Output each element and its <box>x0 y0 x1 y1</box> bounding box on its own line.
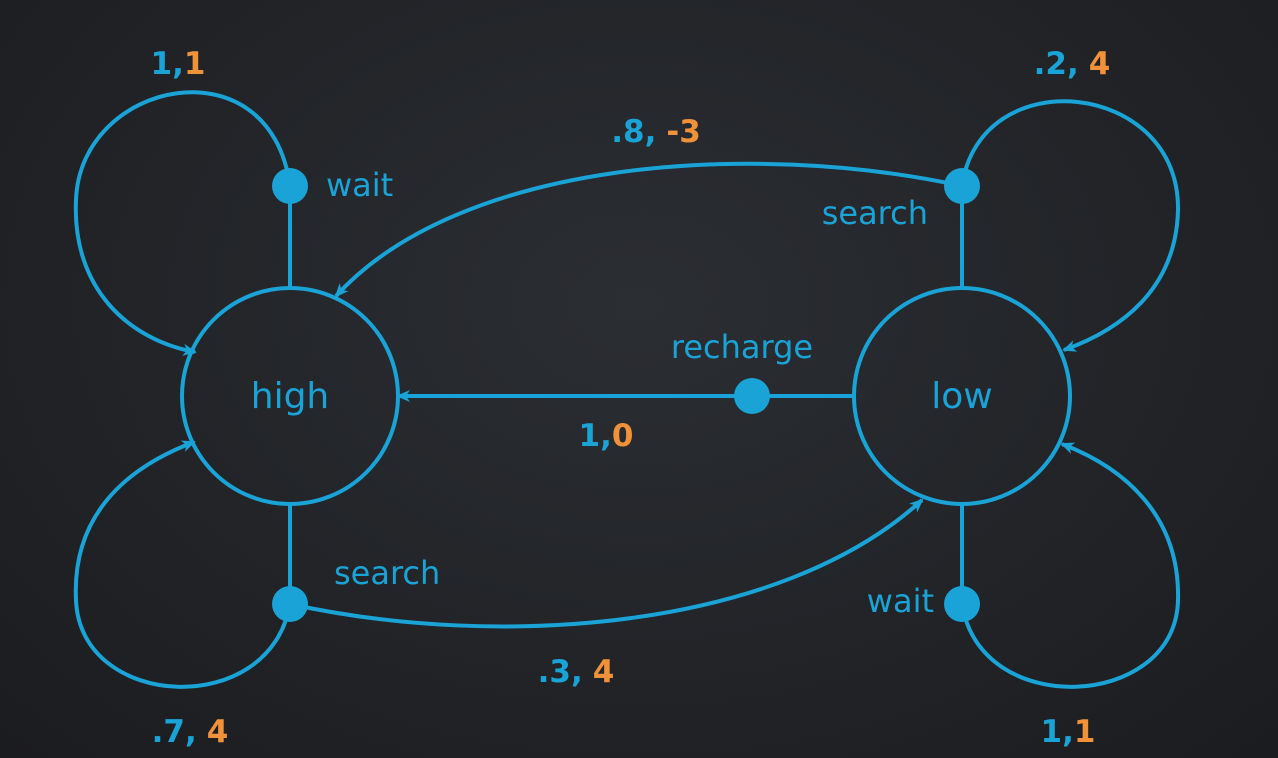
prob: 1, <box>151 46 184 82</box>
prob: .7, <box>152 714 197 750</box>
reward: 4 <box>1089 46 1111 82</box>
action-node-low-recharge <box>734 378 770 414</box>
label-low-search-loop: .2, 4 <box>1034 46 1111 82</box>
action-label-high-search: search <box>334 554 440 592</box>
prob: 1, <box>579 418 612 454</box>
reward: 4 <box>593 654 615 690</box>
transition-low-wait-loop <box>960 442 1181 689</box>
prob: 1, <box>1041 714 1074 750</box>
transition-high-search-to-low <box>289 498 924 629</box>
reward: 4 <box>207 714 229 750</box>
label-low-recharge-to-high: 1,0 <box>579 418 634 454</box>
action-label-high-wait: wait <box>326 166 393 204</box>
transition-high-search-loop <box>73 440 292 689</box>
reward: 1 <box>1074 714 1096 750</box>
action-node-high-search <box>272 586 308 622</box>
reward: 1 <box>184 46 206 82</box>
reward: -3 <box>666 114 700 150</box>
transition-high-wait-loop <box>73 90 292 356</box>
label-high-wait-loop: 1,1 <box>151 46 206 82</box>
action-node-low-wait <box>944 586 980 622</box>
transition-low-search-to-high <box>334 161 963 298</box>
label-low-search-to-high: .8, -3 <box>611 114 701 150</box>
action-node-high-wait <box>272 168 308 204</box>
prob: .3, <box>538 654 583 690</box>
label-low-wait-loop: 1,1 <box>1041 714 1096 750</box>
label-high-search-to-low: .3, 4 <box>538 654 615 690</box>
label-high-search-loop: .7, 4 <box>152 714 229 750</box>
prob: .2, <box>1034 46 1079 82</box>
action-label-low-recharge: recharge <box>671 328 813 366</box>
state-label-high: high <box>251 376 330 417</box>
prob: .8, <box>611 114 656 150</box>
reward: 0 <box>612 418 634 454</box>
action-node-low-search <box>944 168 980 204</box>
state-label-low: low <box>931 376 992 417</box>
action-label-low-search: search <box>822 194 928 232</box>
transition-low-search-loop <box>960 99 1181 352</box>
action-label-low-wait: wait <box>867 582 934 620</box>
